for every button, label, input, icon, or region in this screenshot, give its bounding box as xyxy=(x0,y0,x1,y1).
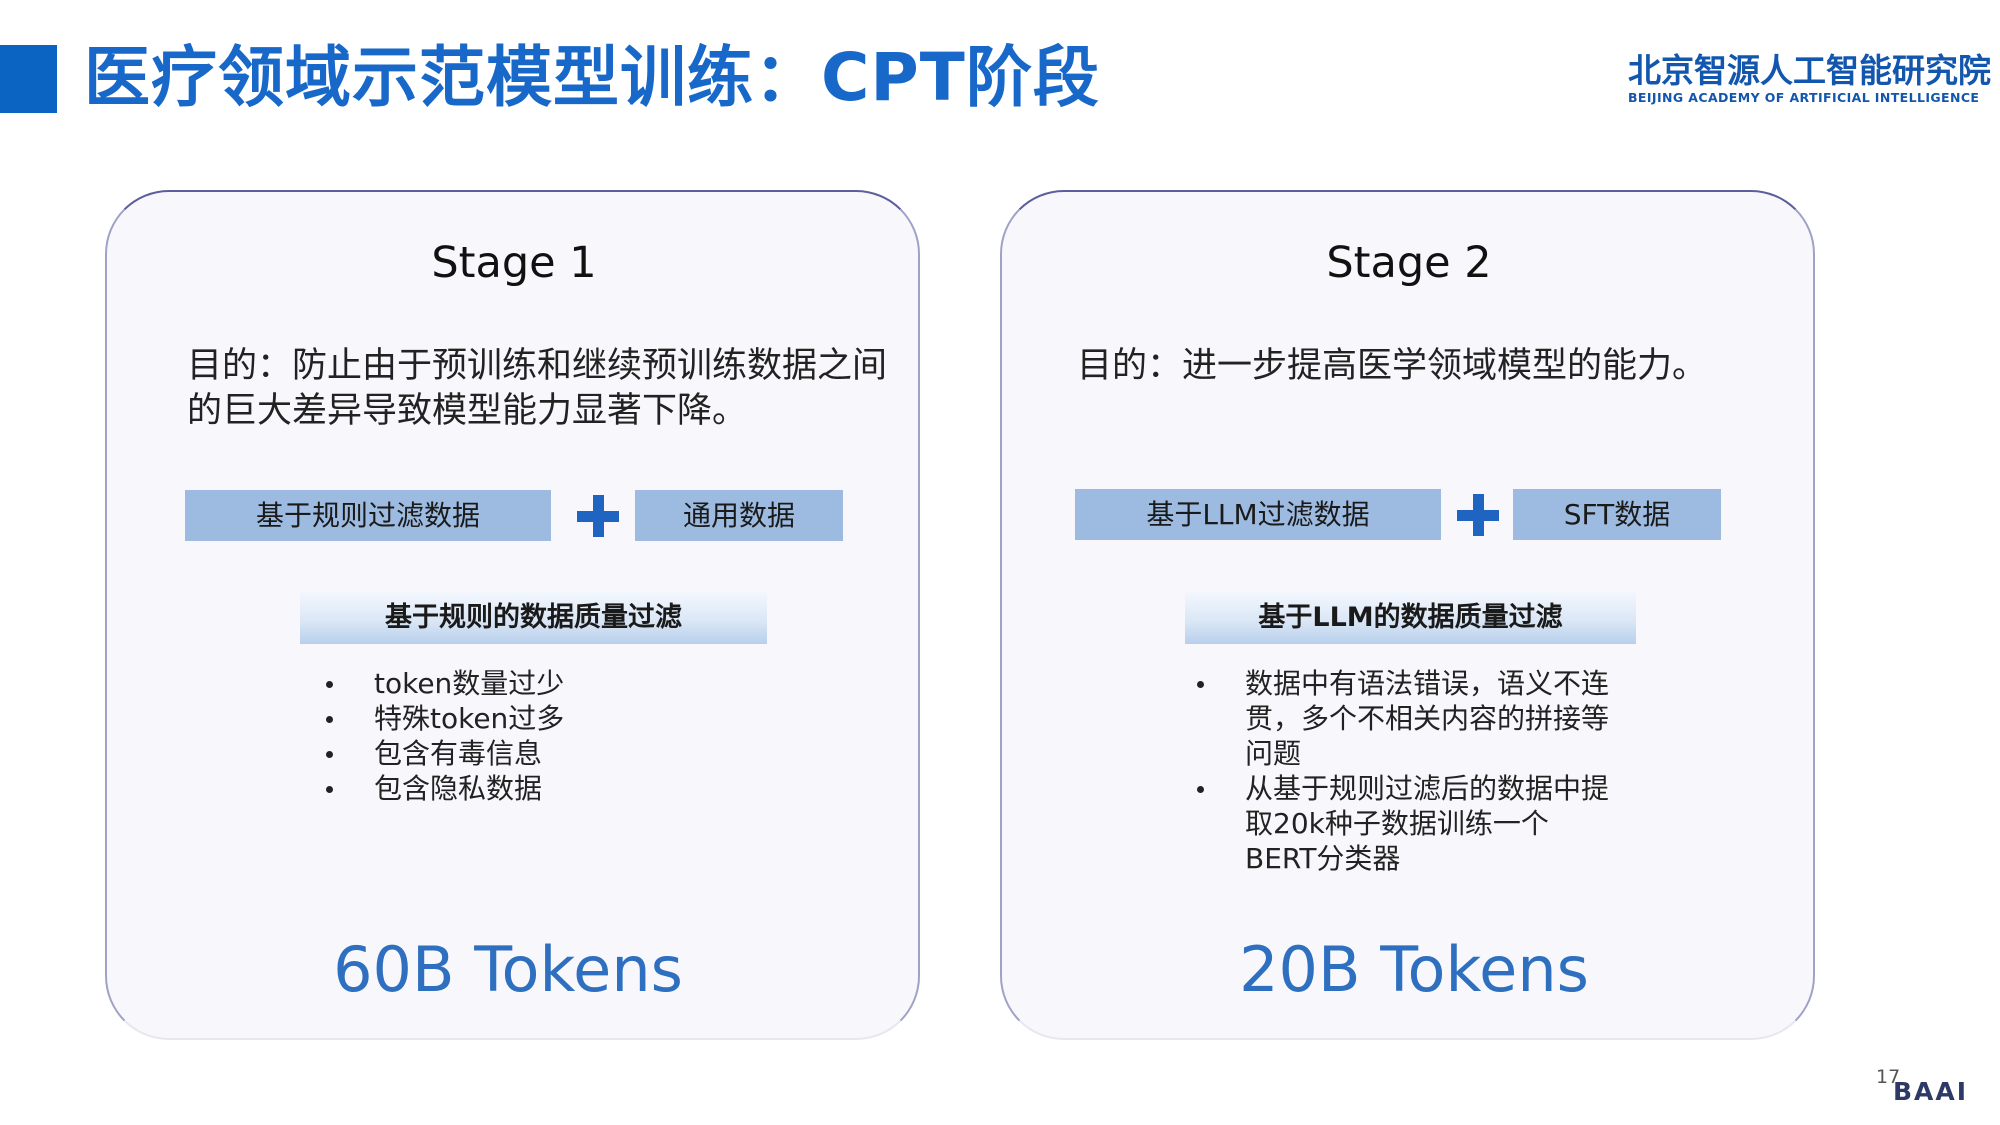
baai-logo: BAAI xyxy=(1893,1077,1969,1106)
list-item: token数量过少 xyxy=(326,666,746,701)
page-number: 17 xyxy=(1876,1066,1901,1088)
stage-1-criteria-list: token数量过少 特殊token过多 包含有毒信息 包含隐私数据 xyxy=(326,666,746,806)
list-item: 特殊token过多 xyxy=(326,701,746,736)
stage-2-card: Stage 2 目的：进一步提高医学领域模型的能力。 基于LLM过滤数据 SFT… xyxy=(1000,190,1815,1040)
stage-2-filter-title: 基于LLM的数据质量过滤 xyxy=(1185,592,1636,644)
stage-2-data-sft: SFT数据 xyxy=(1513,489,1721,540)
stage-2-title: Stage 2 xyxy=(1326,238,1492,288)
plus-icon xyxy=(577,495,619,537)
page-title: 医疗领域示范模型训练：CPT阶段 xyxy=(84,39,1100,116)
stage-2-criteria-list: 数据中有语法错误，语义不连贯，多个不相关内容的拼接等问题 从基于规则过滤后的数据… xyxy=(1197,666,1617,876)
list-item: 包含隐私数据 xyxy=(326,771,746,806)
plus-icon xyxy=(1457,494,1499,536)
org-logo: 北京智源人工智能研究院 BEIJING ACADEMY OF ARTIFICIA… xyxy=(1628,51,1991,106)
stage-2-data-llm-filtered: 基于LLM过滤数据 xyxy=(1075,489,1441,540)
list-item: 数据中有语法错误，语义不连贯，多个不相关内容的拼接等问题 xyxy=(1197,666,1617,771)
stage-1-title: Stage 1 xyxy=(431,238,597,288)
stage-1-data-rule-filtered: 基于规则过滤数据 xyxy=(185,490,551,541)
stage-1-data-general: 通用数据 xyxy=(635,490,843,541)
list-item: 包含有毒信息 xyxy=(326,736,746,771)
stage-1-purpose: 目的：防止由于预训练和继续预训练数据之间的巨大差异导致模型能力显著下降。 xyxy=(187,346,888,431)
org-name-cn: 北京智源人工智能研究院 xyxy=(1628,51,1991,90)
stage-2-purpose: 目的：进一步提高医学领域模型的能力。 xyxy=(1077,346,1708,386)
title-accent-bar xyxy=(0,45,57,113)
stage-1-card: Stage 1 目的：防止由于预训练和继续预训练数据之间的巨大差异导致模型能力显… xyxy=(105,190,920,1040)
stage-2-token-count: 20B Tokens xyxy=(1239,933,1589,1006)
list-item: 从基于规则过滤后的数据中提取20k种子数据训练一个BERT分类器 xyxy=(1197,771,1617,876)
org-name-en: BEIJING ACADEMY OF ARTIFICIAL INTELLIGEN… xyxy=(1628,90,1980,105)
stage-1-token-count: 60B Tokens xyxy=(333,933,683,1006)
stage-1-filter-title: 基于规则的数据质量过滤 xyxy=(300,592,767,644)
